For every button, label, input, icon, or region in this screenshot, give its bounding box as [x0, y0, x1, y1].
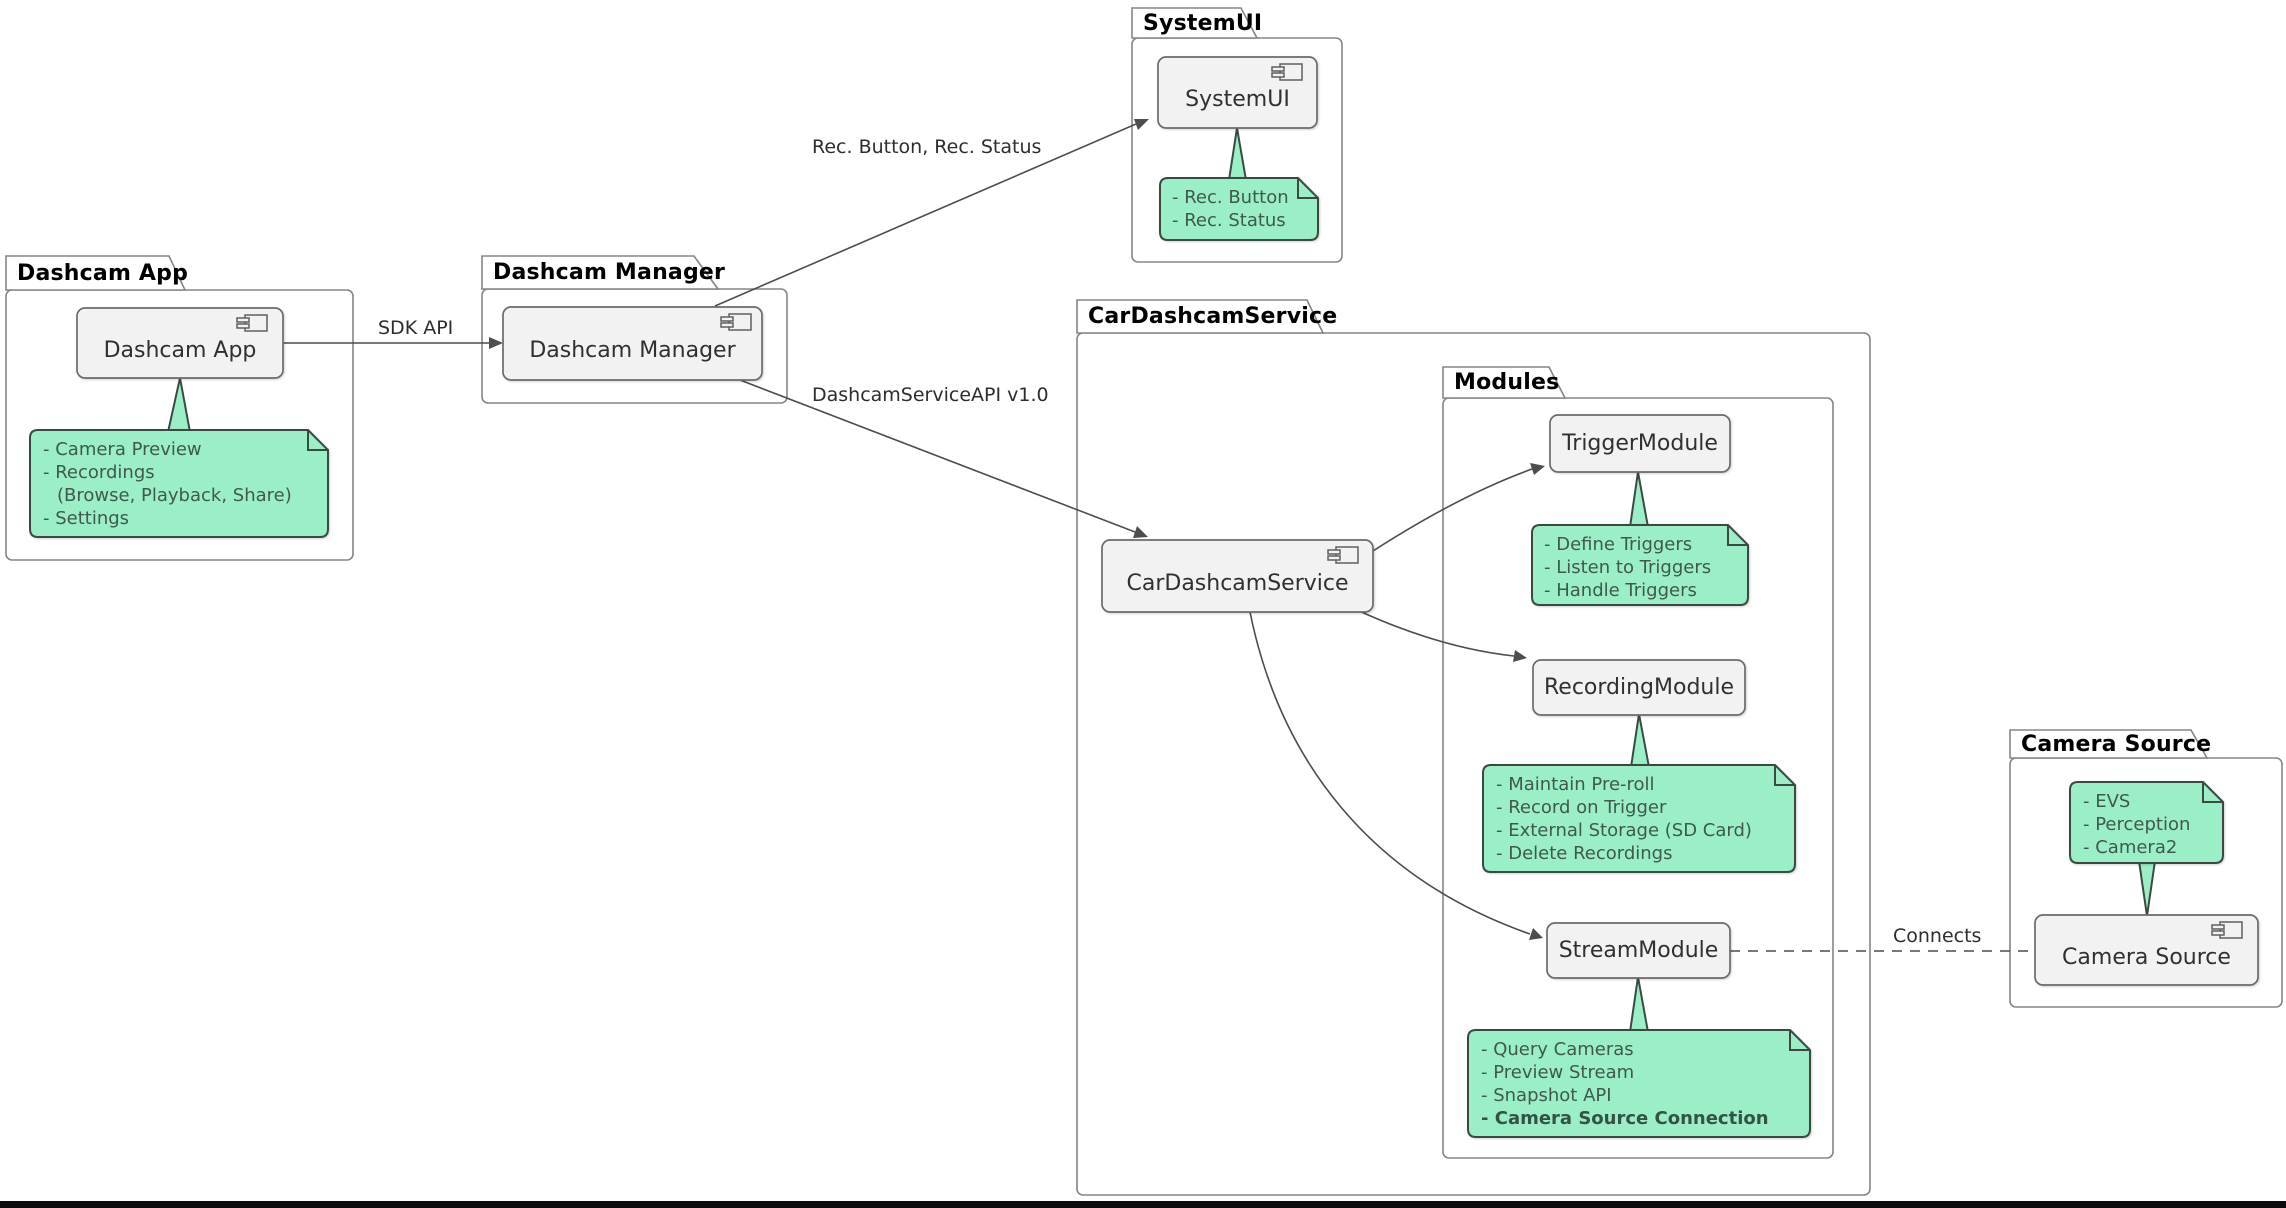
note-stream	[1467, 1029, 1811, 1138]
note-fold-dashcam-app	[307, 430, 328, 451]
note-fold-systemui	[1297, 178, 1318, 199]
note-fold-trigger	[1727, 525, 1748, 546]
note-fold-camera-source	[2202, 782, 2223, 803]
component-recording-module	[1532, 659, 1746, 716]
arrowhead-service-to-stream	[1529, 928, 1543, 940]
edge-service-to-stream	[1249, 611, 1531, 935]
arrowhead-service-to-trigger	[1530, 463, 1545, 475]
package-modules-tab	[1442, 366, 1567, 399]
arrowhead-rec-button-status	[1134, 119, 1149, 130]
component-icon-dashcam-manager	[720, 313, 752, 331]
note-dashcam-app	[29, 429, 329, 538]
edge-service-to-trigger	[1372, 468, 1533, 552]
component-car-dashcam-service	[1101, 539, 1374, 613]
package-dashcam-manager-tab	[481, 255, 720, 290]
component-dashcam-manager	[502, 306, 763, 381]
component-icon-dashcam-app	[236, 314, 268, 332]
arrowhead-dashcam-service-api	[1133, 526, 1148, 538]
bottom-bar	[0, 1201, 2286, 1208]
package-dashcam-app-tab	[5, 255, 187, 291]
note-camera-source	[2069, 781, 2224, 864]
edge-dashcam-service-api	[739, 379, 1136, 533]
component-icon-camera-source	[2211, 921, 2243, 939]
component-stream-module	[1546, 922, 1731, 979]
note-trigger	[1531, 524, 1749, 606]
component-icon-systemui	[1271, 63, 1303, 81]
note-fold-stream	[1789, 1030, 1810, 1051]
note-systemui	[1159, 177, 1319, 241]
component-dashcam-app	[76, 307, 284, 379]
note-fold-recording	[1774, 765, 1795, 786]
component-camera-source	[2034, 914, 2259, 986]
component-icon-car-dashcam-service	[1327, 546, 1359, 564]
edge-rec-button-status	[714, 123, 1137, 307]
arrowhead-sdk-api	[489, 337, 503, 349]
component-trigger-module	[1549, 414, 1731, 473]
arrowhead-service-to-recording	[1513, 650, 1527, 662]
note-recording	[1482, 764, 1796, 873]
package-systemui-tab	[1131, 7, 1259, 39]
edge-service-to-recording	[1356, 609, 1515, 657]
package-camera-source-tab	[2009, 729, 2209, 759]
package-car-dashcam-service-tab	[1076, 299, 1325, 334]
